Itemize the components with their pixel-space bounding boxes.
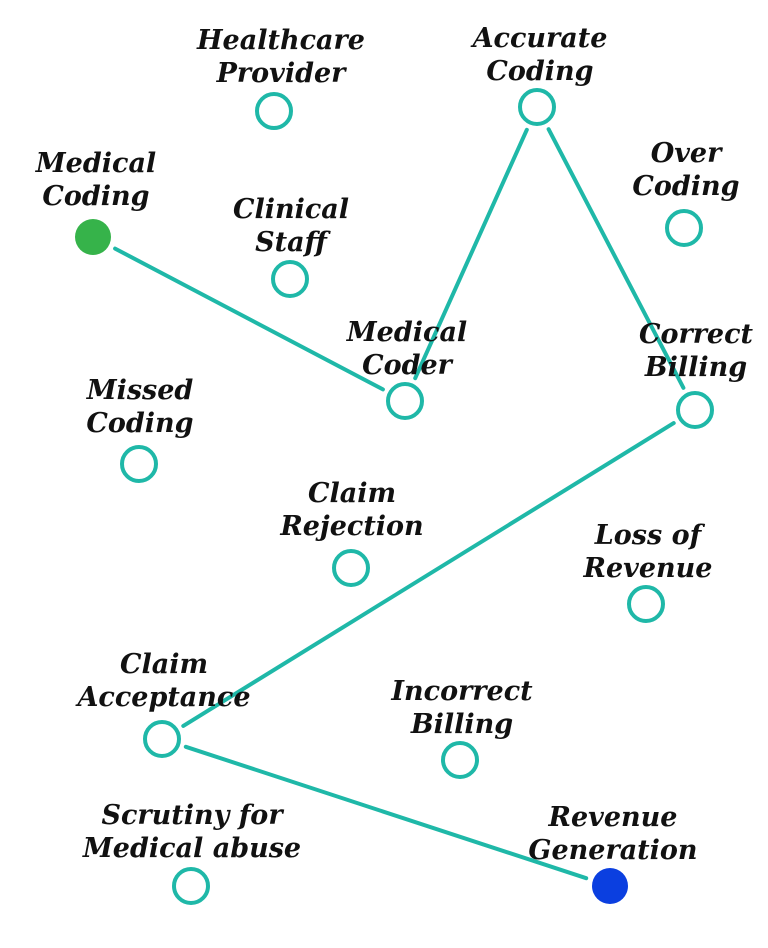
node-marker [676, 391, 714, 429]
node-marker [386, 382, 424, 420]
node-label-line: Incorrect [390, 676, 533, 707]
node-label-line: Claim [308, 478, 396, 509]
edge-medical-coder-to-accurate-coding [413, 127, 529, 381]
node-marker [518, 88, 556, 126]
node-label-line: Coding [42, 181, 149, 212]
node-marker [255, 92, 293, 130]
node-label-line: Rejection [279, 511, 423, 542]
node-marker [120, 445, 158, 483]
edge-medical-coding-to-medical-coder [113, 246, 385, 392]
node-label-line: Billing [410, 709, 513, 740]
node-label-line: Billing [644, 352, 747, 383]
node-label-line: Revenue [583, 553, 713, 584]
node-marker [332, 549, 370, 587]
node-marker [665, 209, 703, 247]
node-marker [172, 867, 210, 905]
edge-correct-billing-to-claim-acceptance [181, 421, 676, 728]
node-label-line: Medical abuse [82, 833, 301, 864]
node-label-line: Staff [255, 227, 331, 258]
node-label-line: Correct [639, 319, 754, 350]
node-label-line: Missed [86, 375, 194, 406]
start-node-marker [75, 219, 111, 255]
end-node-marker [592, 868, 628, 904]
node-label-line: Acceptance [74, 682, 250, 713]
node-marker [441, 741, 479, 779]
node-label-line: Clinical [233, 194, 349, 225]
node-marker [143, 720, 181, 758]
node-label-line: Accurate [470, 23, 608, 54]
node-label-line: Medical [346, 317, 467, 348]
nodes-layer: HealthcareProviderAccurateCodingMedicalC… [35, 23, 754, 905]
node-label-line: Coding [632, 171, 739, 202]
node-label-line: Medical [35, 148, 156, 179]
node-label-line: Revenue [548, 802, 678, 833]
node-label-line: Coding [86, 408, 193, 439]
node-label-line: Claim [120, 649, 208, 680]
node-label-line: Loss of [594, 520, 706, 551]
edge-claim-acceptance-to-revenue-generation [183, 744, 589, 881]
node-marker [627, 585, 665, 623]
edge-accurate-coding-to-correct-billing [546, 127, 686, 390]
edges-layer [113, 127, 686, 881]
node-label-line: Coding [486, 56, 593, 87]
node-label-line: Healthcare [196, 25, 365, 56]
node-label-line: Coder [362, 350, 454, 381]
node-label-line: Generation [528, 835, 697, 866]
node-marker [271, 260, 309, 298]
node-label-line: Provider [216, 58, 348, 89]
node-label-line: Scrutiny for [101, 800, 284, 831]
node-label-line: Over [651, 138, 723, 169]
